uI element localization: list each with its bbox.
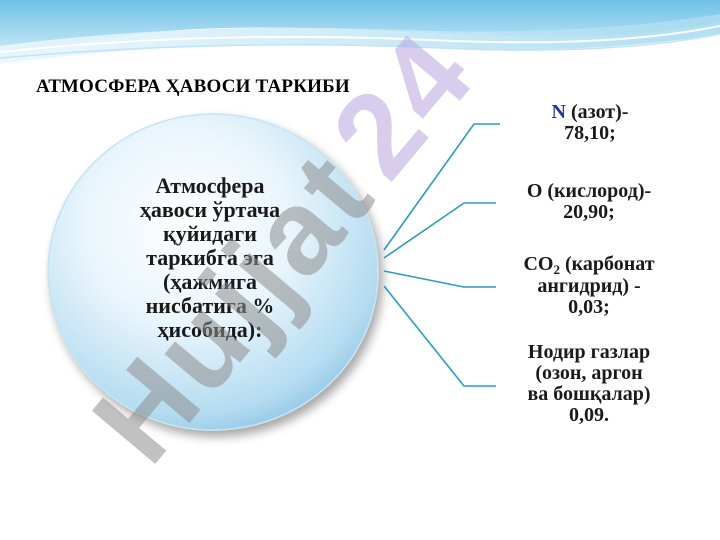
item-text: CO: [523, 253, 554, 275]
connector-line-1: [383, 123, 500, 251]
center-line: нисбатига %: [145, 293, 275, 318]
page-title: АТМОСФЕРА ҲАВОСИ ТАРКИБИ: [36, 76, 350, 97]
center-line: ҳисобида):: [157, 317, 263, 342]
item-text: (азот)-: [565, 101, 629, 123]
item-line: N (азот)-: [520, 102, 660, 123]
connector-line-4: [383, 285, 496, 387]
item-line: O (кислород)-: [526, 180, 652, 202]
item-line: (озон, аргон: [535, 362, 643, 384]
item-line: CO2 (карбонат: [498, 253, 680, 278]
item-line: ангидрид) -: [537, 275, 641, 297]
item-line: ва бошқалар): [527, 383, 651, 405]
center-description: Атмосфера ҳавоси ўртача қуйидаги таркибг…: [92, 174, 328, 342]
connector-line-3: [383, 270, 496, 288]
nitrogen-symbol: N: [551, 101, 566, 123]
item-line: 0,03;: [568, 296, 610, 318]
subscript: 2: [553, 262, 560, 277]
center-circle: [47, 113, 379, 431]
item-noble-gases: Нодир газлар (озон, аргон ва бошқалар) 0…: [504, 342, 674, 426]
center-line: (ҳажмига: [163, 269, 257, 294]
connector-lines: [383, 123, 500, 387]
item-line: Нодир газлар: [527, 341, 651, 363]
center-line: қуйидаги: [163, 221, 257, 246]
item-carbon-dioxide: CO2 (карбонат ангидрид) - 0,03;: [498, 254, 680, 318]
item-nitrogen: N (азот)- 78,10;: [520, 102, 660, 144]
item-line: 78,10;: [564, 122, 616, 144]
connector-line-2: [383, 202, 496, 259]
item-line: 20,90;: [563, 201, 615, 223]
center-line: Атмосфера: [155, 173, 265, 198]
top-wave-decoration: [0, 0, 720, 64]
center-line: таркибга эга: [146, 245, 274, 270]
item-line: 0,09.: [569, 404, 609, 426]
item-oxygen: O (кислород)- 20,90;: [496, 181, 682, 223]
center-line: ҳавоси ўртача: [139, 197, 281, 222]
item-text: (карбонат: [559, 253, 655, 275]
